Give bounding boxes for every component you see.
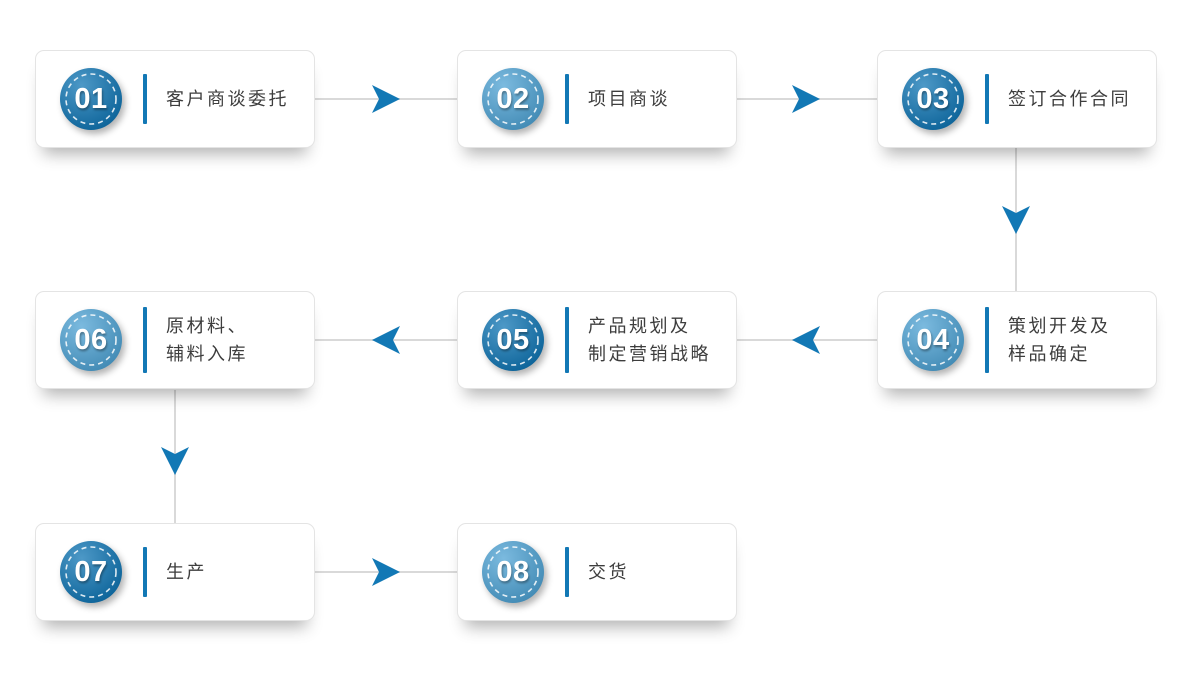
divider-bar [985,307,989,373]
divider-bar [143,547,147,597]
arrow-right-icon [792,85,820,113]
step-number-badge: 06 [60,309,122,371]
dashed-ring-icon [65,314,117,366]
dashed-ring-icon [487,314,539,366]
step-number: 05 [496,323,530,356]
flow-step-card-03: 03 签订合作合同 [877,50,1157,148]
divider-bar [565,74,569,124]
dashed-ring-icon [487,73,539,125]
divider-bar [565,307,569,373]
step-number-badge: 03 [902,68,964,130]
step-number-badge: 02 [482,68,544,130]
step-label: 原材料、 辅料入库 [166,316,248,364]
dashed-ring-icon [65,546,117,598]
step-label: 签订合作合同 [1008,89,1131,109]
step-label: 生产 [166,562,207,582]
step-number-badge: 07 [60,541,122,603]
step-label: 交货 [588,562,629,582]
step-label: 项目商谈 [588,89,670,109]
flow-step-card-04: 04 策划开发及 样品确定 [877,291,1157,389]
arrow-down-icon [1002,206,1030,234]
divider-bar [143,74,147,124]
step-label: 策划开发及 样品确定 [1008,316,1111,364]
flow-step-card-07: 07 生产 [35,523,315,621]
step-number: 06 [74,323,108,356]
step-number: 02 [496,82,530,115]
step-label: 产品规划及 制定营销战略 [588,316,711,364]
divider-bar [565,547,569,597]
step-number-badge: 01 [60,68,122,130]
flow-step-card-01: 01 客户商谈委托 [35,50,315,148]
divider-bar [985,74,989,124]
step-number: 08 [496,555,530,588]
flow-step-card-08: 08 交货 [457,523,737,621]
step-number: 07 [74,555,108,588]
step-number-badge: 04 [902,309,964,371]
dashed-ring-icon [907,73,959,125]
step-number-badge: 05 [482,309,544,371]
flow-step-card-06: 06 原材料、 辅料入库 [35,291,315,389]
arrow-left-icon [792,326,820,354]
dashed-ring-icon [487,546,539,598]
step-number: 01 [74,82,108,115]
dashed-ring-icon [907,314,959,366]
flow-step-card-05: 05 产品规划及 制定营销战略 [457,291,737,389]
arrow-right-icon [372,85,400,113]
step-label: 客户商谈委托 [166,89,289,109]
arrow-down-icon [161,447,189,475]
step-number: 04 [916,323,950,356]
divider-bar [143,307,147,373]
step-number: 03 [916,82,950,115]
arrow-right-icon [372,558,400,586]
arrow-left-icon [372,326,400,354]
step-number-badge: 08 [482,541,544,603]
flow-step-card-02: 02 项目商谈 [457,50,737,148]
dashed-ring-icon [65,73,117,125]
